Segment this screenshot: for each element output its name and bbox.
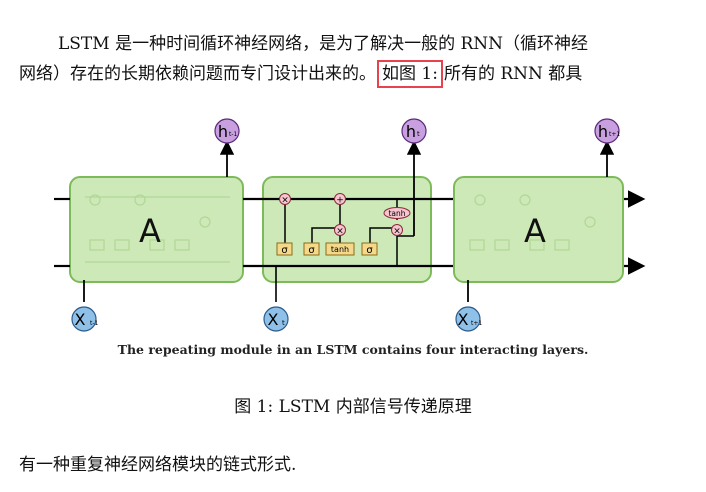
svg-text:t-1: t-1 — [229, 131, 238, 138]
gate-forget-label: σ — [281, 245, 288, 256]
input-node-next: X t+1 — [455, 306, 482, 332]
svg-text:h: h — [406, 122, 416, 141]
svg-text:t: t — [282, 319, 285, 327]
svg-text:+: + — [336, 196, 344, 206]
paragraph-line-2-tail: 所有的 RNN 都具 — [443, 64, 583, 84]
paragraph-line-1: LSTM 是一种时间循环神经网络，是为了解决一般的 RNN（循环神经 — [58, 34, 589, 54]
op-output-multiply: × — [391, 224, 403, 237]
op-forget-multiply: × — [279, 193, 291, 206]
op-input-multiply: × — [334, 224, 346, 237]
output-node-next: h t+1 — [594, 118, 620, 144]
svg-text:X: X — [458, 310, 469, 329]
paragraph-line-2-text: 网络）存在的长期依赖问题而专门设计出来的。 — [19, 64, 376, 84]
svg-text:X: X — [268, 310, 279, 329]
svg-text:t+1: t+1 — [471, 320, 482, 327]
svg-text:t: t — [417, 130, 420, 138]
lstm-cell-next: A — [453, 176, 624, 283]
gate-candidate-label: tanh — [331, 245, 349, 254]
figure-inner-caption: The repeating module in an LSTM contains… — [117, 342, 589, 357]
gate-output-label: σ — [366, 245, 373, 256]
cell-next-label: A — [524, 212, 546, 250]
svg-text:×: × — [281, 196, 289, 206]
gate-output: σ — [361, 242, 378, 256]
lstm-diagram: A σ σ tanh — [54, 118, 646, 332]
gate-forget: σ — [276, 242, 293, 256]
figure-reference-highlight[interactable]: 如图 1: — [377, 60, 443, 88]
svg-text:h: h — [218, 122, 228, 141]
paragraph-line-2: 网络）存在的长期依赖问题而专门设计出来的。如图 1:所有的 RNN 都具 — [19, 59, 582, 89]
output-node-current: h t — [401, 118, 427, 144]
output-node-prev: h t-1 — [214, 118, 240, 144]
svg-text:×: × — [393, 227, 401, 237]
gate-candidate: tanh — [325, 242, 355, 256]
input-node-current: X t — [263, 306, 289, 332]
paragraph-line-3: 有一种重复神经网络模块的链式形式. — [19, 455, 297, 475]
op-output-tanh: tanh — [383, 207, 411, 219]
svg-text:h: h — [598, 122, 608, 141]
gate-input: σ — [303, 242, 320, 256]
figure-caption: 图 1: LSTM 内部信号传递原理 — [234, 397, 472, 417]
svg-text:X: X — [75, 310, 86, 329]
input-node-prev: X t-1 — [71, 306, 99, 332]
gate-input-label: σ — [308, 245, 315, 256]
svg-text:t+1: t+1 — [609, 131, 620, 138]
svg-text:t-1: t-1 — [90, 320, 99, 327]
lstm-cell-prev: A — [69, 176, 244, 283]
cell-prev-label: A — [139, 212, 161, 250]
svg-text:tanh: tanh — [388, 209, 405, 218]
svg-text:×: × — [336, 227, 344, 237]
op-cell-add: + — [334, 193, 346, 206]
